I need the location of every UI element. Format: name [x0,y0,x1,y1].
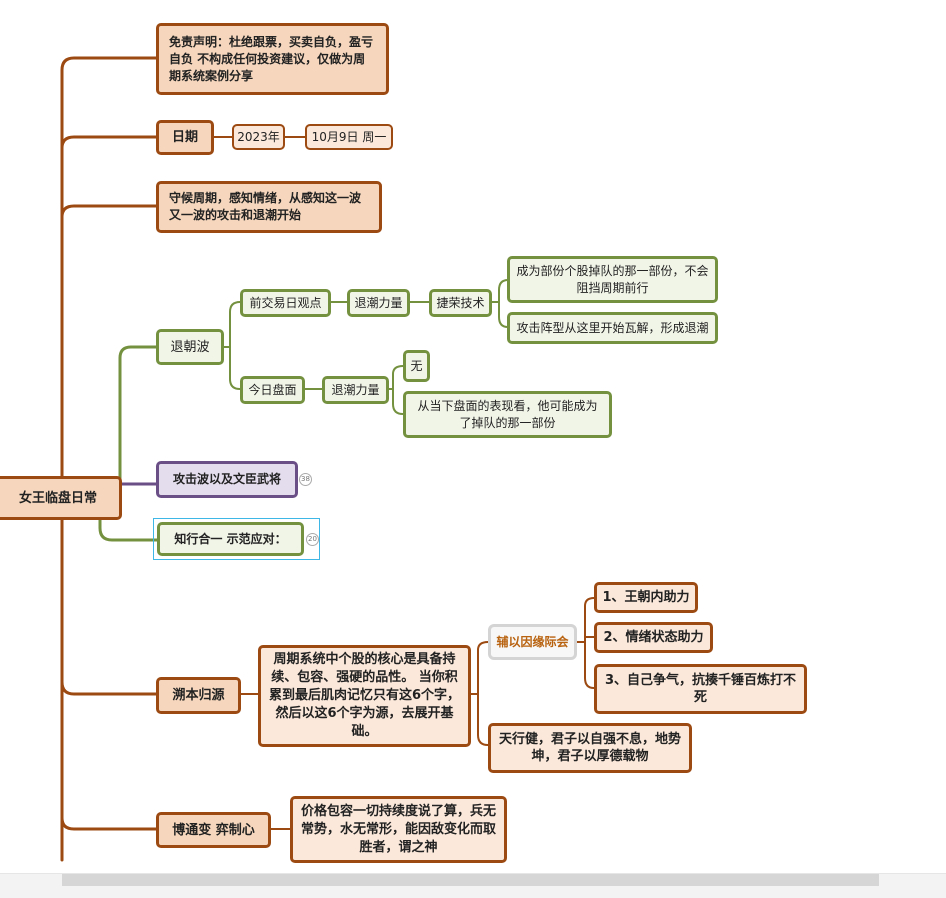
disclaimer-node[interactable]: 免责声明：杜绝跟票，买卖自负，盈亏自负 不构成任何投资建议，仅做为周期系统案例分… [156,23,389,95]
horizontal-scrollbar[interactable] [0,873,946,898]
attack-collapse-badge[interactable]: 38 [299,473,312,486]
origin-node[interactable]: 溯本归源 [156,677,241,714]
change-node[interactable]: 博通变 弈制心 [156,812,271,848]
zhixing-collapse-badge[interactable]: 20 [306,533,319,546]
scrollbar-thumb[interactable] [62,874,879,886]
today-market-node[interactable]: 今日盘面 [240,376,305,404]
tian-node[interactable]: 天行健，君子以自强不息，地势坤，君子以厚德载物 [488,723,692,773]
prev-day-view-node[interactable]: 前交易日观点 [240,289,331,317]
aux-item-1-node[interactable]: 1、王朝内助力 [594,582,698,613]
retreat-node[interactable]: 退朝波 [156,329,224,365]
origin-core-node[interactable]: 周期系统中个股的核心是具备持续、包容、强硬的品性。 当你积累到最后肌肉记忆只有这… [258,645,471,747]
attack-node[interactable]: 攻击波以及文臣武将 [156,461,298,498]
root-node[interactable]: 女王临盘日常 [0,476,122,520]
prev-point-1-node[interactable]: 成为部份个股掉队的那一部份，不会阻挡周期前行 [507,256,718,303]
today-point-none-node[interactable]: 无 [403,350,430,382]
date-year-node[interactable]: 2023年 [232,124,285,150]
aux-item-3-node[interactable]: 3、自己争气，抗揍千锤百炼打不死 [594,664,807,714]
prev-point-2-node[interactable]: 攻击阵型从这里开始瓦解，形成退潮 [507,312,718,344]
today-point-2-node[interactable]: 从当下盘面的表现看，他可能成为了掉队的那一部份 [403,391,612,438]
aux-item-2-node[interactable]: 2、情绪状态助力 [594,622,713,653]
tech-node[interactable]: 捷荣技术 [429,289,492,317]
aux-node[interactable]: 辅以因缘际会 [488,624,577,660]
watch-node[interactable]: 守候周期，感知情绪，从感知这一波又一波的攻击和退潮开始 [156,181,382,233]
date-day-node[interactable]: 10月9日 周一 [305,124,393,150]
zhixing-selection-outline [153,518,320,560]
change-text-node[interactable]: 价格包容一切持续度说了算，兵无常势，水无常形，能因敌变化而取胜者，谓之神 [290,796,507,863]
today-retreat-force-node[interactable]: 退潮力量 [322,376,389,404]
zhixing-node[interactable]: 知行合一 示范应对： [157,522,304,556]
prev-retreat-force-node[interactable]: 退潮力量 [347,289,410,317]
date-node[interactable]: 日期 [156,120,214,155]
